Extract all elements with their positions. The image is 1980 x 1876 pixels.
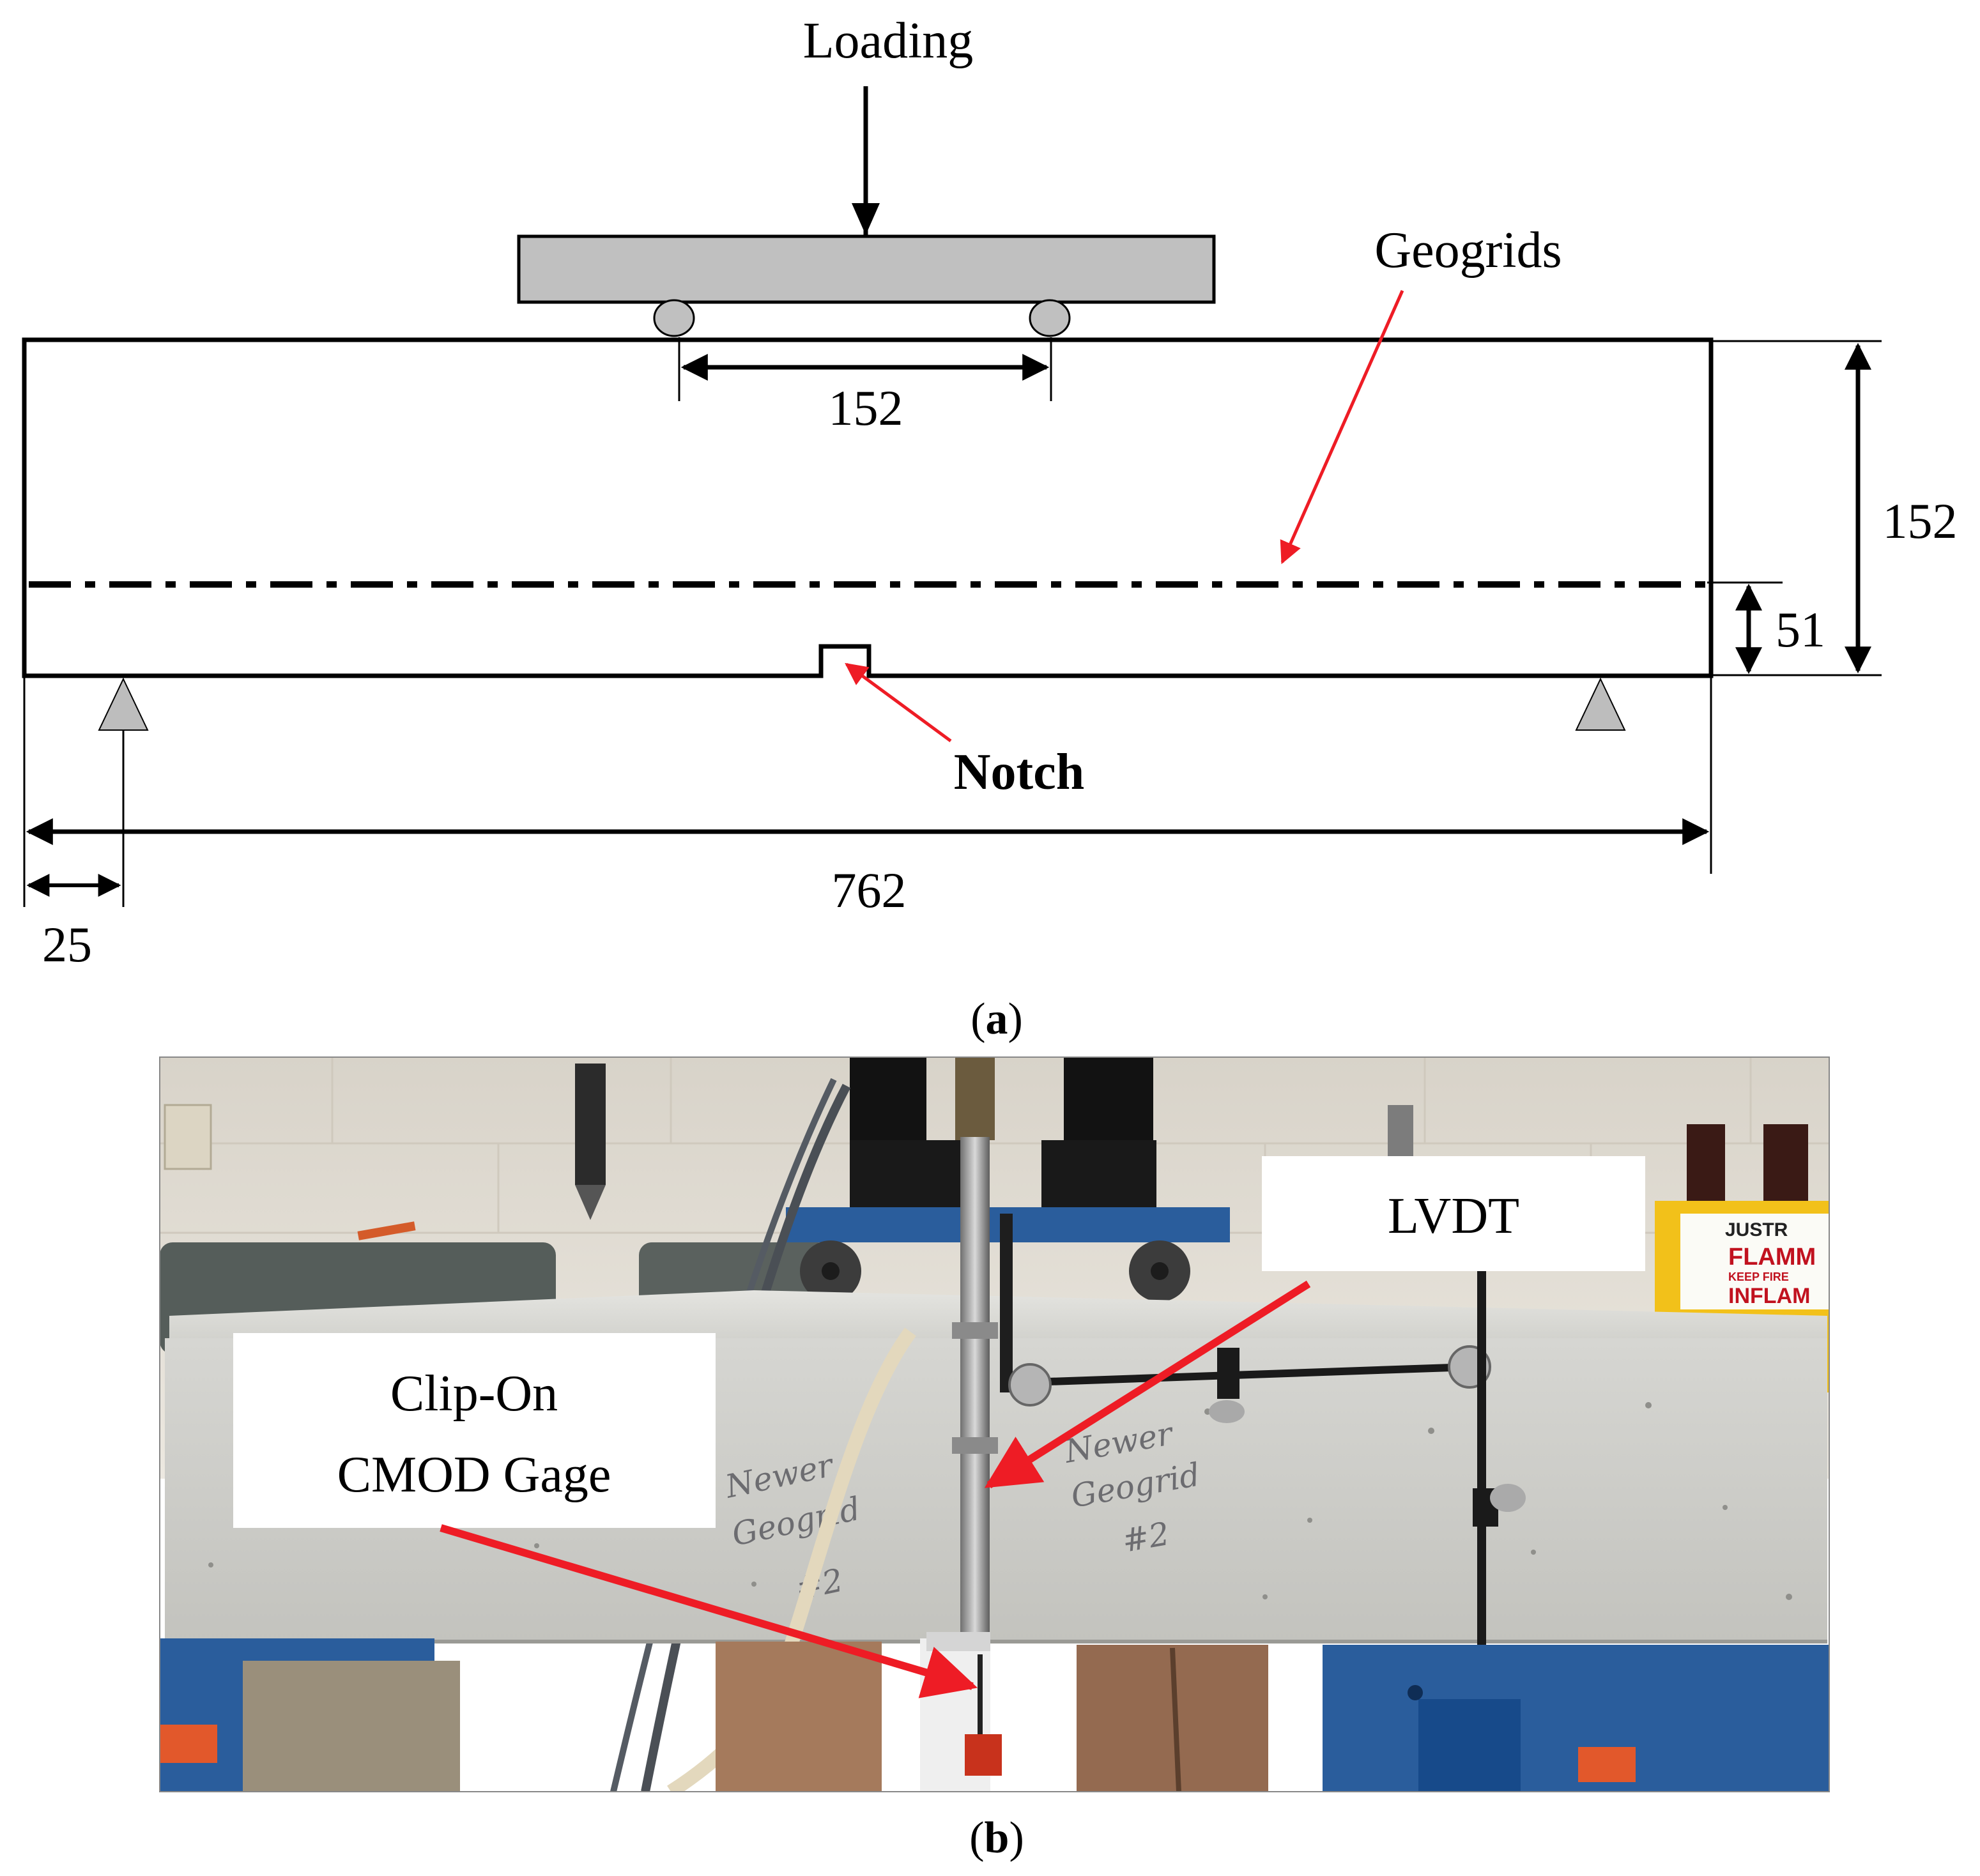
caption-a: (a) — [971, 995, 1023, 1044]
svg-text:INFLAM: INFLAM — [1728, 1284, 1810, 1308]
dim-geogrid-height: 51 — [1776, 602, 1825, 657]
flammable-sign: JUSTR FLAMM KEEP FIRE INFLAM — [1725, 1219, 1816, 1308]
dim-length: 762 — [832, 862, 907, 918]
loading-label: Loading — [803, 13, 974, 69]
svg-text:JUSTR: JUSTR — [1725, 1219, 1788, 1240]
panel-a-schematic: Loading 152 152 51 762 — [22, 13, 1958, 1044]
plumb-bob — [575, 1064, 606, 1185]
lvdt-label: LVDT — [1388, 1188, 1519, 1244]
loading-arrowhead — [852, 203, 880, 235]
support-frame-right — [1323, 1645, 1829, 1792]
photo-frame — [159, 1056, 1830, 1792]
dim-height: 152 — [1883, 493, 1958, 549]
lvdt-arrow — [984, 1280, 1311, 1489]
cmod-arrow — [440, 1524, 978, 1698]
svg-text:KEEP FIRE: KEEP FIRE — [1728, 1270, 1789, 1283]
dim-overhang: 25 — [42, 917, 92, 972]
dim-roller-spacing: 152 — [829, 380, 903, 436]
svg-text:FLAMM: FLAMM — [1728, 1244, 1816, 1270]
support-right — [1575, 677, 1626, 731]
loading-roller-right — [1029, 299, 1071, 337]
geogrids-label: Geogrids — [1374, 222, 1562, 278]
loading-roller-left — [653, 299, 695, 337]
caption-b: (b) — [969, 1813, 1024, 1863]
notch-arrow — [845, 662, 952, 743]
cmod-gage-device — [965, 1734, 1002, 1776]
panel-b-photo: JUSTR FLAMM KEEP FIRE INFLAM — [159, 1056, 1830, 1863]
geogrids-arrow — [1280, 289, 1404, 565]
svg-text:#2: #2 — [1119, 1515, 1172, 1560]
support-left — [98, 677, 149, 731]
lvdt-support-arm — [1008, 1271, 1526, 1705]
cmod-label-line2: CMOD Gage — [337, 1447, 611, 1503]
loading-block — [517, 234, 1216, 304]
wood-block-left — [716, 1642, 882, 1792]
beam-outline — [22, 337, 1714, 678]
cmod-label-box — [233, 1333, 716, 1528]
cmod-label-line1: Clip-On — [390, 1366, 558, 1422]
lvdt-label-box — [1262, 1156, 1645, 1271]
notch-label: Notch — [954, 744, 1084, 800]
wall-outlet-box — [164, 1104, 212, 1170]
